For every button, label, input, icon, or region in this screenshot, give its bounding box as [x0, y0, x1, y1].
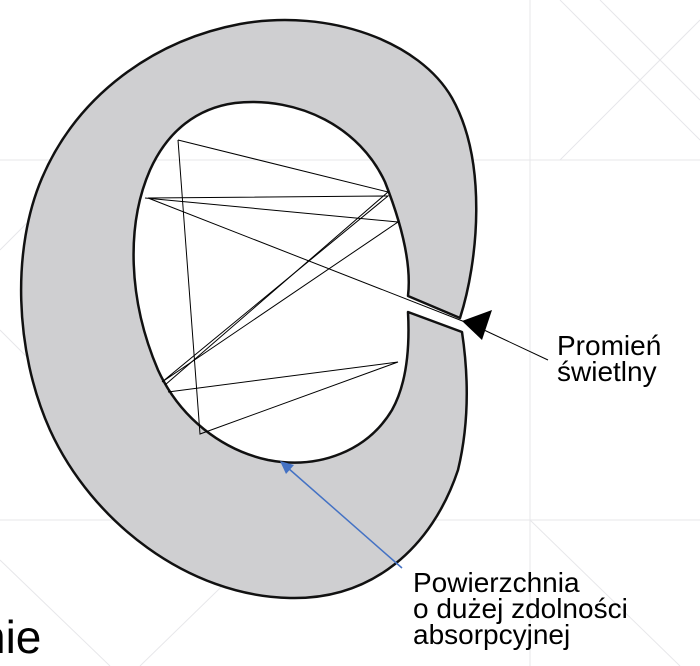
absorbing-surface-label-line2: o dużej zdolności [413, 593, 628, 624]
light-ray-label: Promień świetlny [557, 330, 662, 387]
incoming-ray [483, 329, 549, 361]
cut-off-text: nie [0, 611, 42, 663]
ray-arrowhead-icon [462, 310, 492, 340]
ray-path-2 [164, 139, 390, 386]
reflected-rays [144, 139, 549, 435]
light-ray-label-line2: świetlny [557, 356, 657, 387]
pointer-arrowhead-icon [280, 461, 294, 474]
surface-pointer-arrow [280, 461, 403, 569]
absorbing-surface-label-line1: Powierzchnia [413, 567, 580, 598]
ray-path [144, 195, 466, 383]
absorbing-surface-label-line3: absorpcyjnej [413, 619, 571, 650]
ray-path-3 [167, 139, 399, 435]
light-ray-label-line1: Promień [557, 330, 662, 361]
absorbing-surface-label: Powierzchnia o dużej zdolności absorpcyj… [413, 567, 628, 650]
absorbing-ring [19, 18, 478, 600]
